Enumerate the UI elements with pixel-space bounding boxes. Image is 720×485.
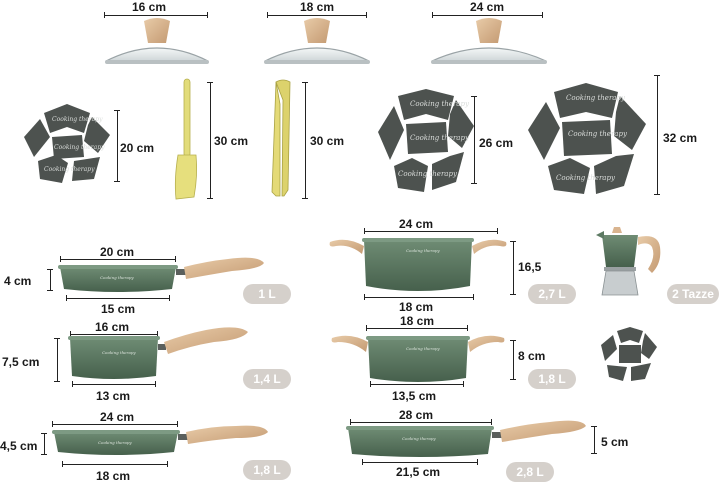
pan-protector-mat: Cooking therapy Cooking therapy Cooking … (378, 89, 474, 192)
utensil-length-label: 30 cm (214, 134, 249, 148)
wood-handle (331, 335, 368, 352)
svg-text:Cooking therapy: Cooking therapy (566, 94, 626, 102)
bottom-diameter-label: 21,5 cm (396, 465, 441, 479)
saucepan: Cooking therapy (68, 327, 248, 379)
capacity-badge: 2 Tazze (667, 284, 719, 304)
svg-text:Cooking therapy: Cooking therapy (398, 170, 458, 178)
bottom-diameter-label: 18 cm (96, 469, 131, 483)
top-diameter-label: 16 cm (95, 320, 130, 334)
wood-handle (472, 239, 507, 254)
pan-protector-mat: Cooking therapy Cooking therapy Cooking … (528, 83, 646, 194)
mat-size-label: 26 cm (479, 136, 514, 150)
capacity-badge: 2,7 L (528, 284, 576, 304)
top-diameter-label: 20 cm (100, 245, 135, 259)
mat-size-label: 20 cm (120, 141, 155, 155)
mat-print-text: Cooking therapy (52, 116, 103, 123)
wood-handle (638, 236, 661, 273)
wood-knob (144, 18, 170, 43)
svg-text:Cooking therapy: Cooking therapy (102, 350, 136, 355)
lid-size-label: 24 cm (470, 0, 505, 14)
casserole-pot: Cooking therapy (331, 335, 505, 382)
utensil-length-label: 30 cm (310, 134, 345, 148)
frying-pan: Cooking therapy (58, 257, 264, 292)
svg-text:Cooking therapy: Cooking therapy (568, 130, 628, 138)
svg-text:Cooking therapy: Cooking therapy (406, 248, 440, 253)
height-label: 4,5 cm (0, 439, 38, 453)
svg-text:Cooking therapy: Cooking therapy (44, 166, 95, 173)
bottom-diameter-label: 18 cm (399, 300, 434, 314)
wood-handle (500, 420, 586, 442)
capacity-badge: 2,8 L (506, 462, 554, 482)
svg-text:Cooking therapy: Cooking therapy (402, 436, 436, 441)
frying-pan: Cooking therapy (52, 425, 268, 455)
top-diameter-label: 24 cm (100, 410, 135, 424)
mat-size-label: 32 cm (663, 131, 698, 145)
glass-lid (431, 18, 547, 64)
lid-size-label: 16 cm (132, 0, 167, 14)
wood-handle (164, 327, 248, 354)
svg-text:Cooking therapy: Cooking therapy (406, 346, 440, 351)
height-label: 4 cm (4, 274, 32, 288)
height-label: 8 cm (518, 349, 546, 363)
lid-size-label: 18 cm (300, 0, 335, 14)
wood-knob (304, 18, 330, 43)
wood-handle (184, 257, 264, 279)
capacity-badge: 1 L (243, 284, 291, 304)
casserole-pot: Cooking therapy (329, 238, 507, 291)
pan-protector-mat (601, 327, 657, 381)
height-label: 16,5 (518, 260, 542, 274)
height-label: 5 cm (601, 435, 629, 449)
wood-handle (468, 335, 505, 352)
wood-handle (329, 239, 364, 254)
svg-text:Cooking therapy: Cooking therapy (98, 440, 132, 445)
bottom-diameter-label: 15 cm (101, 302, 136, 316)
top-diameter-label: 24 cm (399, 217, 434, 231)
pan-protector-mat: Cooking therapy Cooking therapy Cooking … (24, 104, 110, 183)
top-diameter-label: 18 cm (400, 314, 435, 328)
frying-pan: Cooking therapy (346, 420, 586, 457)
svg-text:Cooking therapy: Cooking therapy (410, 100, 470, 108)
svg-text:Cooking therapy: Cooking therapy (556, 174, 616, 182)
capacity-badge: 1,8 L (528, 369, 576, 389)
silicone-tongs (271, 79, 291, 197)
capacity-badge: 1,8 L (243, 460, 291, 480)
svg-text:Cooking therapy: Cooking therapy (100, 275, 134, 280)
silicone-spatula (174, 78, 198, 200)
glass-lid (105, 18, 209, 64)
bottom-diameter-label: 13 cm (96, 389, 131, 403)
height-label: 7,5 cm (2, 355, 40, 369)
svg-text:Cooking therapy: Cooking therapy (54, 144, 105, 151)
wood-knob (476, 18, 502, 43)
svg-text:Cooking therapy: Cooking therapy (410, 134, 470, 142)
top-diameter-label: 28 cm (399, 408, 434, 422)
glass-lid (264, 18, 370, 64)
wood-handle (186, 425, 268, 444)
capacity-badge: 1,4 L (243, 369, 291, 389)
moka-pot (596, 227, 661, 296)
bottom-diameter-label: 13,5 cm (392, 389, 437, 403)
